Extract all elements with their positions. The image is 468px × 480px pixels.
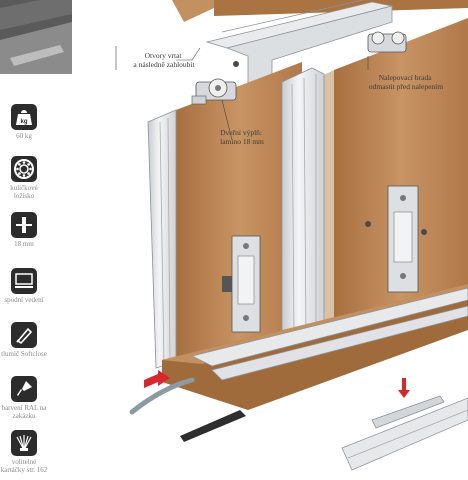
- front-left-profile: [147, 109, 177, 369]
- softclose-icon: [11, 322, 37, 348]
- callout-bracket-line1: Nalepovací brada: [379, 73, 432, 82]
- bottom-plinth: [162, 284, 468, 410]
- thickness-icon: [11, 212, 37, 238]
- bottom-carriage-front: [222, 235, 261, 333]
- brush-strip-icon: [11, 430, 37, 456]
- front-right-profile: [281, 67, 325, 341]
- callout-lines: [115, 46, 369, 141]
- feature-label: 60 kg: [16, 132, 32, 140]
- product-photo: [0, 0, 72, 74]
- bottom-carriage-back: [387, 185, 419, 293]
- callout-bracket-line2: odmastit před nalepením: [369, 82, 443, 91]
- ball-bearing-icon: [11, 156, 37, 182]
- feature-ral-color: barvení RAL na zakázku: [0, 376, 48, 420]
- feature-bottom-guide: spodní vedení: [0, 268, 48, 304]
- callout-infill: Dveřní výplň: lamino 18 mm: [220, 128, 264, 146]
- callout-infill-line2: lamino 18 mm: [220, 137, 264, 146]
- feature-sidebar: kg 60 kg kuličkové ložisko 18 mm spodní …: [0, 0, 72, 480]
- back-door-panel: [322, 18, 468, 334]
- sliding-door-diagram: Otvory vrtat a následně zahloubit Nalepo…: [72, 0, 468, 480]
- top-track: [205, 0, 393, 89]
- top-carriage-back: [367, 31, 407, 53]
- bottom-guide-icon: [11, 268, 37, 294]
- callout-infill-line1: Dveřní výplň:: [220, 128, 262, 137]
- feature-brush-strip: volitelné kartáčky str. 162: [0, 430, 48, 474]
- feature-bearing: kuličkové ložisko: [0, 156, 48, 200]
- feature-label: spodní vedení: [4, 296, 44, 304]
- callout-holes: Otvory vrtat a následně zahloubit: [133, 51, 195, 69]
- feature-label: tlumič Softclose: [1, 350, 47, 358]
- weight-icon: kg: [11, 104, 37, 130]
- feature-label: volitelné kartáčky str. 162: [0, 458, 48, 474]
- brush-strip-part: [180, 410, 246, 442]
- feature-softclose: tlumič Softclose: [0, 322, 48, 358]
- bottom-rail-detail: [341, 395, 468, 471]
- feature-label: 18 mm: [14, 240, 34, 248]
- softclose-part: [129, 377, 195, 415]
- feature-label: barvení RAL na zakázku: [1, 404, 47, 420]
- red-arrows: [144, 370, 410, 398]
- top-carriage: [191, 78, 237, 105]
- feature-label: kuličkové ložisko: [10, 184, 38, 200]
- paint-brush-icon: [11, 376, 37, 402]
- feature-weight: kg 60 kg: [0, 104, 48, 140]
- callout-bracket: Nalepovací brada odmastit před nalepením: [369, 73, 443, 91]
- weight-badge: kg: [20, 119, 27, 125]
- callout-holes-line1: Otvory vrtat: [145, 51, 183, 60]
- feature-thickness: 18 mm: [0, 212, 48, 248]
- callout-holes-line2: a následně zahloubit: [133, 60, 195, 69]
- top-beam: [172, 0, 468, 22]
- front-door-panel: [176, 62, 302, 362]
